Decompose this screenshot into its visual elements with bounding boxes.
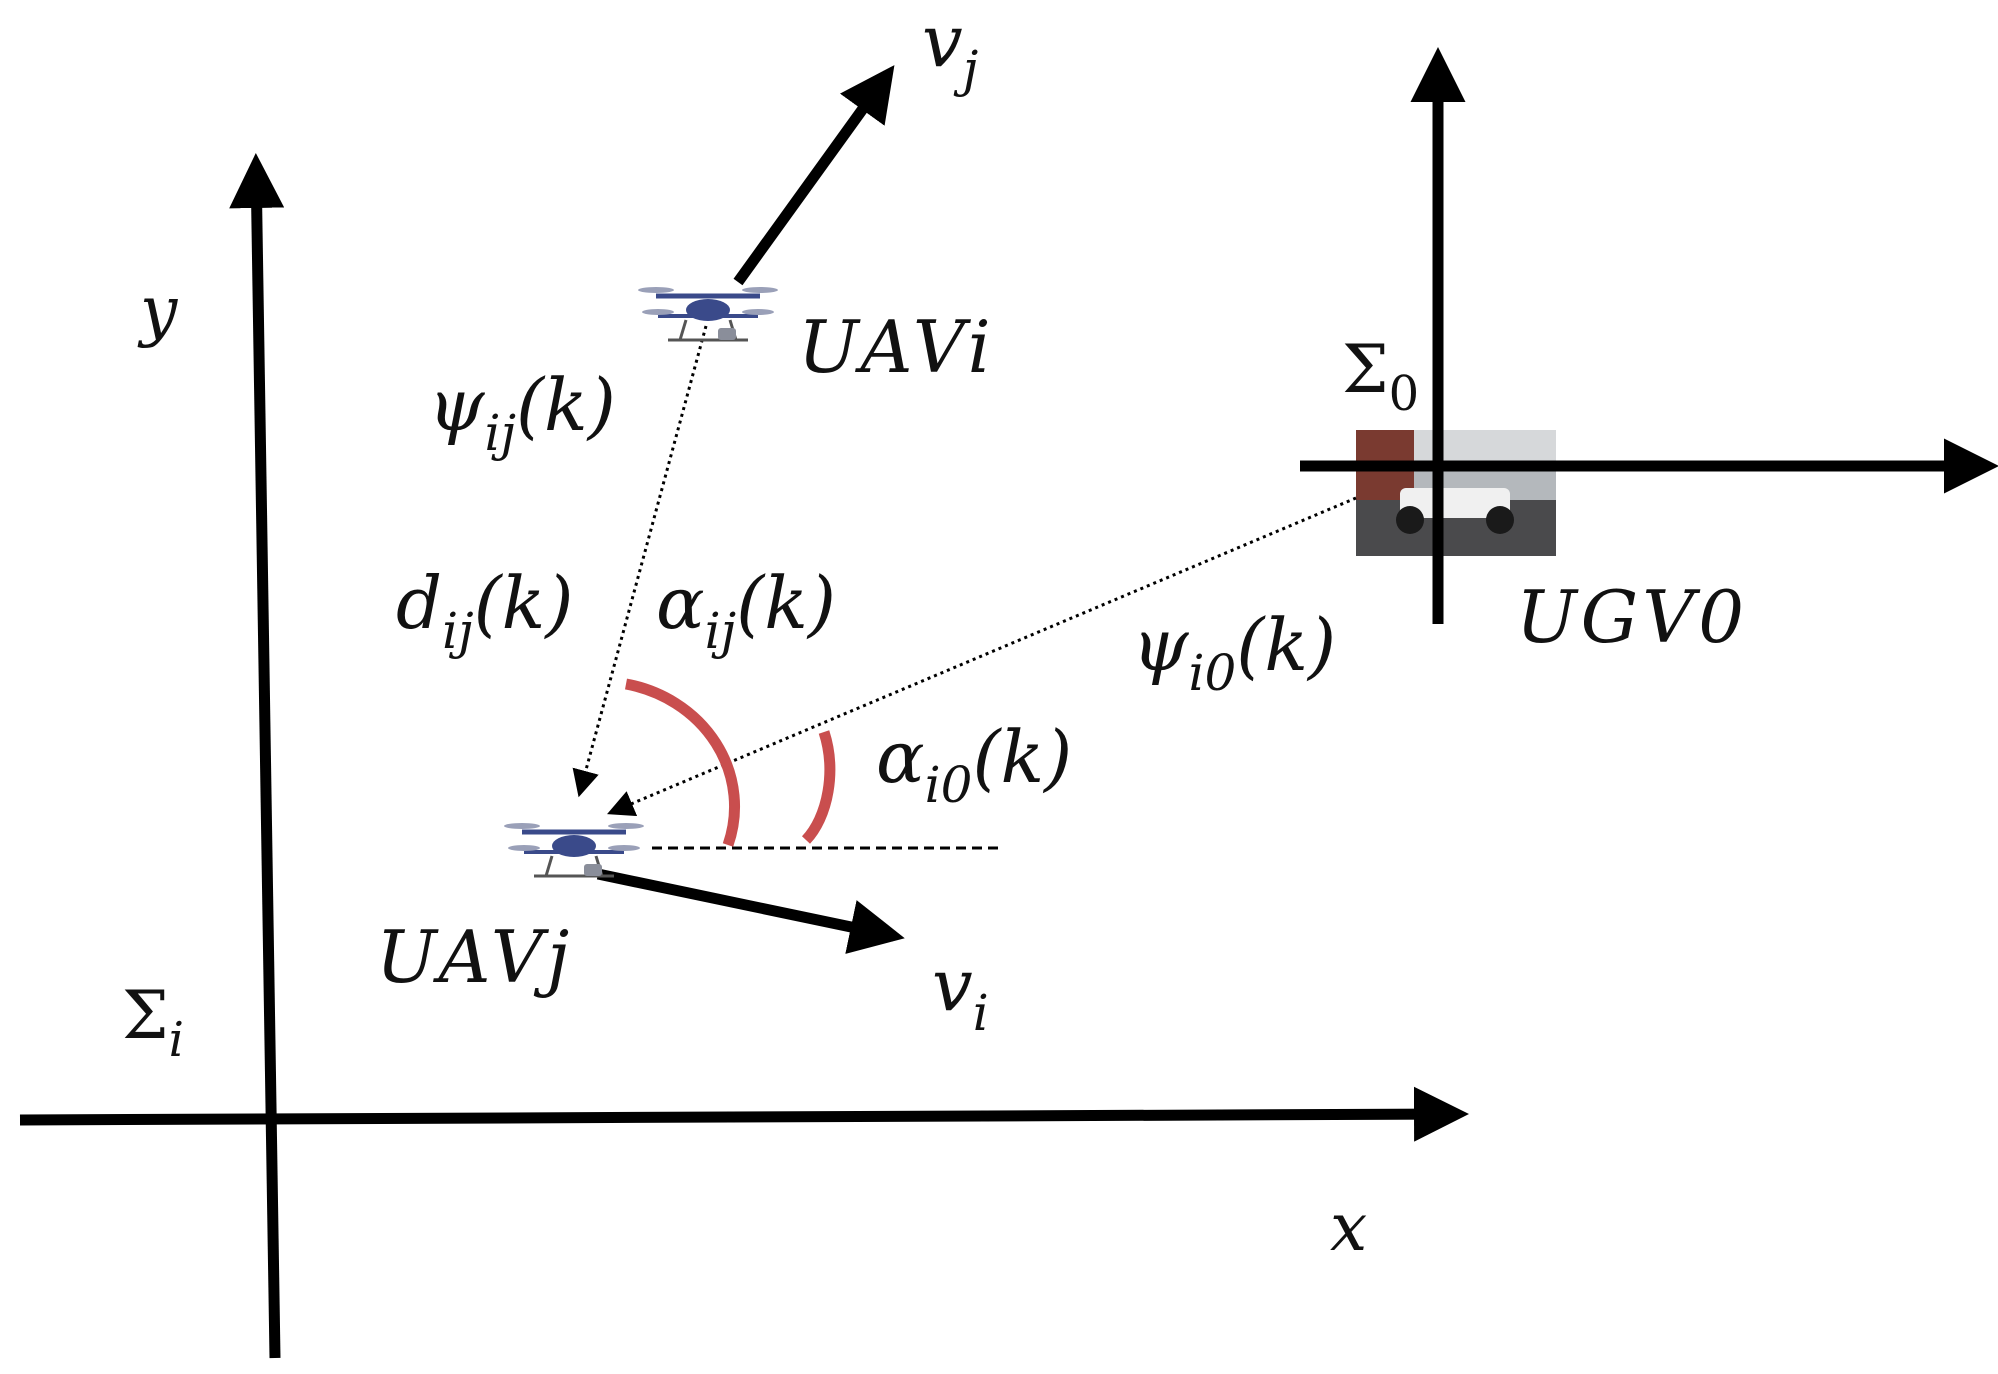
uav-j-label: UAVj: [376, 915, 573, 999]
d-ij-label: dij(k): [396, 561, 573, 660]
velocity-arrow-vj: [733, 65, 895, 286]
alpha-ij-label: αij(k): [656, 561, 836, 660]
psi-i0-label: ψi0(k): [1132, 603, 1336, 702]
angle-arc-alpha-i0: [801, 730, 836, 844]
uav-j-drone-icon: [504, 823, 644, 876]
uav-i-label: UAVi: [798, 305, 995, 389]
ugv-label: UGV0: [1516, 575, 1748, 659]
frame-0-label: Σ0: [1342, 331, 1419, 422]
alpha-i0-label: αi0(k): [876, 715, 1072, 814]
angle-arc-alpha-ij: [624, 678, 740, 847]
y-axis-arrow: [229, 153, 285, 1359]
uav-i-drone-icon: [638, 287, 778, 340]
frame-i-label: Σi: [122, 977, 184, 1068]
x-axis-arrow: [19, 1086, 1469, 1142]
relative-line-i0: [607, 496, 1357, 817]
y-axis-label: y: [137, 272, 178, 349]
frame-i-axes: [19, 153, 1469, 1359]
velocity-arrow-vi: [596, 868, 905, 954]
psi-ij-label: ψij(k): [428, 363, 616, 462]
ugv-image: [1300, 430, 1556, 556]
velocity-vj-label: vj: [922, 0, 978, 98]
x-axis-label: x: [1330, 1189, 1367, 1266]
velocity-vi-label: vi: [932, 943, 989, 1042]
